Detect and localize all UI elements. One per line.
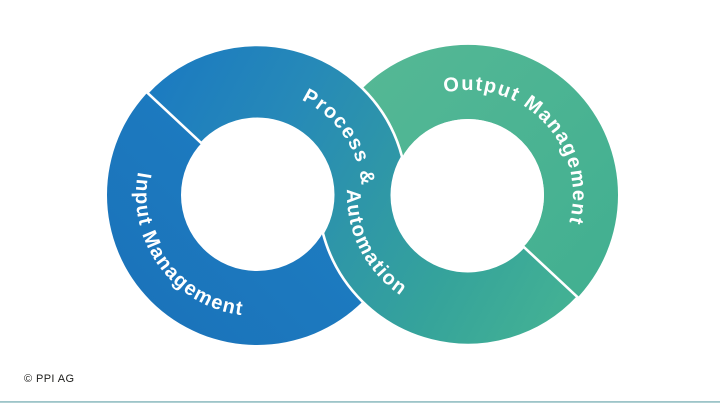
right-ring-hole (392, 119, 544, 271)
process-automation-band (146, 43, 579, 347)
footer-rule (0, 401, 720, 403)
copyright-text: © PPI AG (24, 373, 74, 385)
left-ring-hole (181, 119, 333, 271)
